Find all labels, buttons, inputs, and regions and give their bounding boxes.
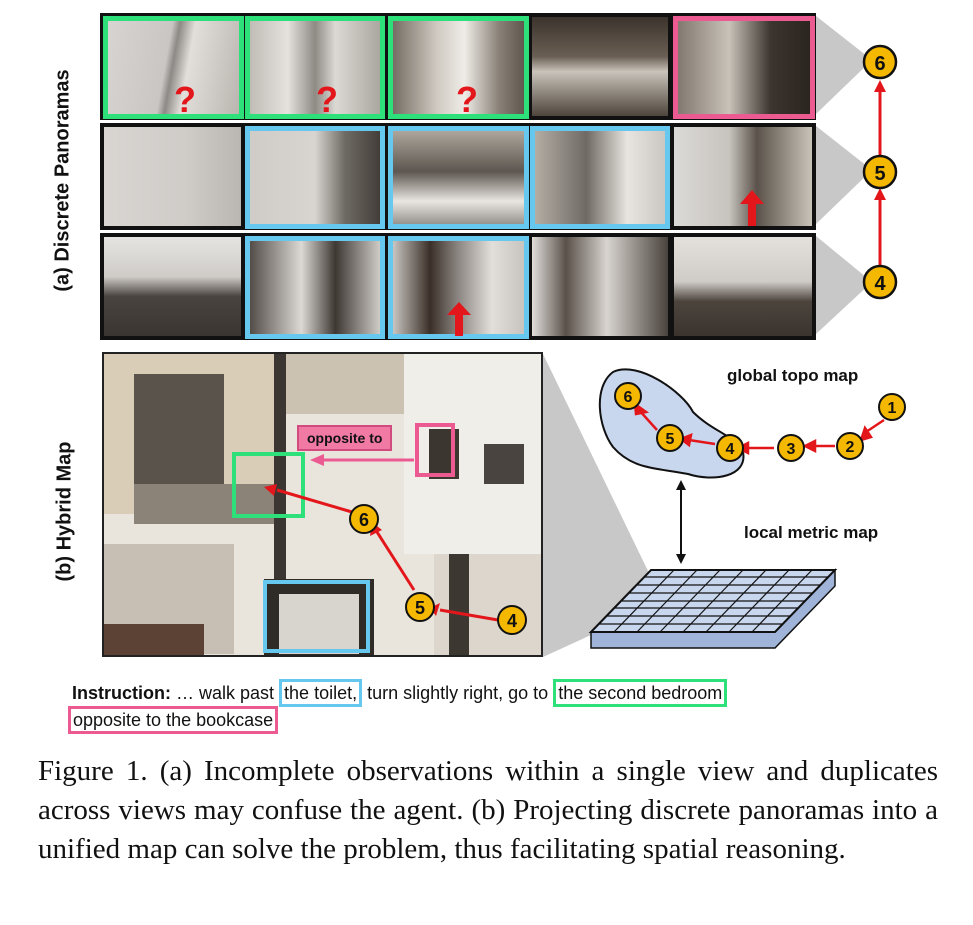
map-area — [279, 594, 359, 654]
panorama-view — [247, 237, 383, 336]
topo-node-5 — [656, 424, 684, 452]
node-label: 6 — [874, 53, 885, 75]
arrowhead — [874, 188, 886, 200]
topo-node-4 — [716, 434, 744, 462]
topo-node-1 — [878, 393, 906, 421]
hybrid-map-section-label: (b) Hybrid Map — [53, 441, 76, 582]
funnel-5 — [816, 126, 872, 224]
panoramas-section-label: (a) Discrete Panoramas — [51, 69, 74, 292]
node-6 — [349, 504, 379, 534]
bedroom-highlight: the second bedroom — [553, 679, 728, 707]
bookcase-highlight: opposite to the bookcase — [68, 706, 279, 734]
topo-node-label: 2 — [846, 439, 855, 456]
panorama-view — [674, 127, 812, 226]
topo-node-label: 5 — [666, 431, 675, 448]
panorama-row-6 — [100, 13, 816, 120]
panorama-view — [532, 237, 668, 336]
arrowhead — [310, 454, 324, 466]
node-label: 5 — [874, 163, 885, 185]
panorama-row-5 — [100, 123, 816, 230]
global-topo-map-label: global topo map — [727, 366, 859, 385]
topo-node-2 — [836, 432, 864, 460]
projection-funnel — [543, 354, 663, 657]
node-5 — [862, 154, 898, 190]
panorama-view — [104, 127, 241, 226]
node-5 — [405, 592, 435, 622]
arrowhead — [676, 480, 686, 490]
node-label: 5 — [415, 598, 425, 618]
map-area — [104, 624, 204, 655]
funnel-6 — [816, 16, 872, 114]
forward-arrow-icon — [447, 302, 471, 336]
metric-grid-lines — [599, 569, 828, 633]
instruction-text: turn slightly right, go to — [362, 683, 554, 703]
panorama-funnels: 6 5 4 — [816, 16, 898, 334]
instruction-line-2: opposite to the bookcase — [68, 706, 279, 734]
path-arrow-5-6 — [375, 531, 416, 591]
node-4 — [497, 605, 527, 635]
node-label: 4 — [874, 273, 886, 295]
topo-node-label: 4 — [726, 441, 735, 458]
forward-arrow-icon — [740, 190, 764, 226]
topo-node-3 — [777, 434, 805, 462]
arrowhead — [264, 484, 277, 496]
topo-node-6 — [614, 382, 642, 410]
funnel-4 — [816, 236, 872, 334]
node-4 — [862, 264, 898, 300]
topo-node-label: 1 — [888, 400, 897, 417]
panorama-view — [104, 237, 241, 336]
map-area — [449, 554, 469, 655]
question-mark: ? — [316, 79, 338, 120]
arrowhead — [430, 603, 440, 616]
map-area — [134, 374, 224, 484]
panorama-view — [674, 237, 812, 336]
node-label: 6 — [359, 510, 369, 530]
toilet-highlight: the toilet, — [279, 679, 363, 707]
instruction-text: … walk past — [171, 683, 280, 703]
figure-caption: Figure 1. (a) Incomplete observations wi… — [38, 755, 938, 865]
map-path-overlay: 6 5 4 — [264, 454, 527, 635]
arrowhead — [874, 80, 886, 92]
panorama-view — [532, 17, 668, 116]
arrowhead — [676, 554, 686, 564]
panorama-view — [674, 17, 812, 116]
panorama-view — [104, 17, 241, 116]
topo-metric-diagram: 1 2 3 4 5 6 — [543, 354, 906, 657]
panorama-view — [247, 127, 383, 226]
instruction-line: Instruction: … walk past the toilet, tur… — [72, 679, 728, 707]
question-mark: ? — [174, 79, 196, 120]
topo-edges — [633, 401, 885, 456]
map-area — [484, 444, 524, 484]
path-arrow-4-5 — [439, 608, 499, 622]
panorama-view — [532, 127, 668, 226]
topo-node-label: 3 — [787, 441, 796, 458]
panorama-view — [247, 17, 383, 116]
instruction-prefix: Instruction: — [72, 683, 171, 703]
question-mark: ? — [456, 79, 478, 120]
local-metric-map-label: local metric map — [744, 523, 879, 542]
panorama-view — [389, 17, 526, 116]
node-label: 4 — [507, 611, 517, 631]
floor-plan-map — [102, 352, 543, 657]
opposite-to-tag: opposite to — [297, 425, 393, 451]
path-arrow-6-goal — [276, 488, 353, 514]
node-6 — [862, 44, 898, 80]
panorama-view — [389, 127, 526, 226]
topo-node-label: 6 — [624, 389, 633, 406]
